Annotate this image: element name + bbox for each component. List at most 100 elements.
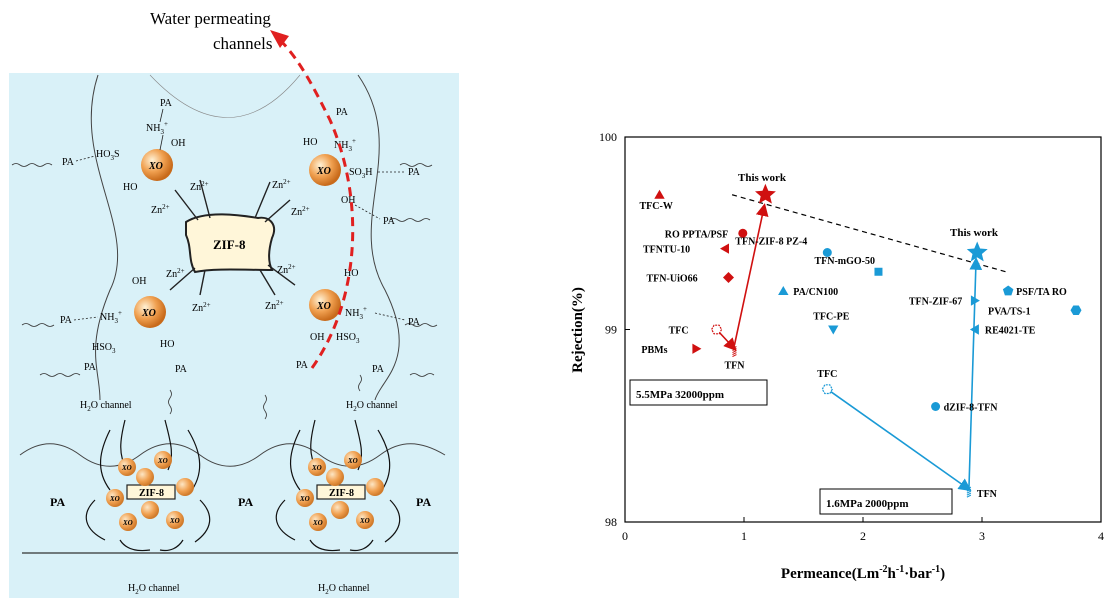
- data-point: [738, 228, 748, 238]
- data-point: [732, 346, 737, 358]
- water-channel-title-line1: Water permeating: [150, 9, 271, 28]
- zn-ion-label: Zn2+: [190, 180, 209, 193]
- zif8-cluster-right: ZIF-8: [275, 419, 401, 552]
- point-label: TFC: [669, 326, 689, 337]
- x-tick-label: 0: [622, 529, 628, 543]
- membrane-diagram: ZIF-8 XO XO XO XO PA: [9, 9, 459, 598]
- h2o-channel-label: H2O channel: [318, 583, 370, 596]
- zn-ion-label: Zn2+: [265, 299, 284, 312]
- polymer-chains: [11, 163, 438, 420]
- pa-label: PA: [408, 317, 421, 328]
- data-point: [874, 267, 883, 276]
- pa-region-label: PA: [238, 495, 253, 509]
- this-work-star: [755, 183, 776, 204]
- data-point: [1070, 305, 1082, 315]
- data-point: [828, 325, 839, 335]
- hso3-label: HSO3: [92, 342, 116, 355]
- ho-label: HO: [303, 137, 317, 148]
- xo-label: XO: [157, 457, 168, 465]
- ho-label: HO: [160, 339, 174, 350]
- ho-label: HO: [123, 182, 137, 193]
- zn-ion-label: Zn2+: [277, 263, 296, 276]
- zn-ion-label: Zn2+: [272, 178, 291, 191]
- water-channel-title-line2: channels: [213, 34, 272, 53]
- this-work-blue-label: This work: [950, 227, 999, 239]
- trend-arrow: [826, 388, 972, 492]
- point-label: TFC-PE: [813, 312, 849, 323]
- oh-label: OH: [171, 138, 185, 149]
- oh-label: OH: [341, 195, 355, 206]
- xo-label: XO: [299, 495, 310, 503]
- data-point: [966, 486, 972, 498]
- zn-ion-label: Zn2+: [151, 203, 170, 216]
- data-point: [654, 189, 665, 199]
- point-label: TFN-UiO66: [647, 274, 698, 285]
- data-point: [1002, 285, 1014, 296]
- zif8-scroll: [185, 213, 276, 274]
- pa-label: PA: [336, 107, 349, 118]
- point-label: TFN-mGO-50: [814, 256, 875, 267]
- h2o-channel-label: H2O channel: [346, 400, 398, 413]
- data-point: [720, 243, 729, 254]
- point-label: TFC-W: [640, 201, 673, 212]
- point-label: RE4021-TE: [985, 326, 1036, 337]
- pa-label: PA: [84, 362, 97, 373]
- pa-label: PA: [175, 364, 188, 375]
- x-tick-label: 1: [741, 529, 747, 543]
- xo-label: XO: [312, 519, 323, 527]
- pa-label: PA: [160, 98, 173, 109]
- cluster-core-label: ZIF-8: [329, 488, 354, 499]
- pa-region-label: PA: [416, 495, 431, 509]
- nh3-label: NH3+: [146, 120, 168, 136]
- pa-label: PA: [383, 216, 396, 227]
- point-label: TFN-ZIF-67: [909, 297, 962, 308]
- point-label: RO PPTA/PSF: [665, 229, 728, 240]
- membrane-surface-wave: [19, 443, 446, 467]
- point-labels: TFC-W RO PPTA/PSF TFNTU-10TFN-UiO66TFCPBMs…: [640, 201, 1068, 500]
- xo-sphere-bottom-left: [134, 296, 166, 328]
- pa-label: PA: [372, 364, 385, 375]
- point-label: PBMs: [641, 345, 667, 356]
- data-point: [710, 324, 723, 335]
- h2o-channel-label: H2O channel: [128, 583, 180, 596]
- y-tick-label: 99: [605, 323, 617, 337]
- data-point: [931, 402, 941, 411]
- pa-label: PA: [60, 315, 73, 326]
- point-label: TFNTU-10: [643, 245, 690, 256]
- ho-label: HO: [344, 268, 358, 279]
- cluster-core-label: ZIF-8: [139, 488, 164, 499]
- xo-sphere-bottom-right: [309, 289, 341, 321]
- boundary-right-curve: [357, 74, 400, 401]
- nh3-label: NH3+: [345, 305, 367, 321]
- data-point: [692, 343, 702, 354]
- chart-marks: [654, 183, 1082, 498]
- point-label: TFN: [724, 361, 745, 372]
- zif8-core-label: ZIF-8: [213, 237, 246, 252]
- boundary-left-curve: [90, 74, 119, 401]
- pa-label: PA: [62, 157, 75, 168]
- boundary-top-arc: [149, 74, 301, 118]
- data-point: [969, 324, 979, 335]
- point-label: PVA/TS-1: [988, 306, 1031, 317]
- point-label: dZIF-8-TFN: [944, 403, 999, 414]
- h2o-channel-label: H2O channel: [80, 400, 132, 413]
- xo-label: XO: [122, 519, 133, 527]
- y-tick-label: 98: [605, 515, 617, 529]
- condition-label-red: 5.5MPa 32000ppm: [636, 389, 724, 401]
- pa-label: PA: [408, 167, 421, 178]
- xo-label: XO: [169, 517, 180, 525]
- xo-spheres: [134, 149, 341, 328]
- condition-label-blue: 1.6MPa 2000ppm: [826, 498, 909, 510]
- point-label: PSF/TA RO: [1016, 287, 1067, 298]
- x-tick-label: 2: [860, 529, 866, 543]
- point-label: TFN-ZIF-8 PZ-4: [735, 237, 807, 248]
- condition-box-red: [629, 379, 768, 406]
- x-axis-title: Permeance(Lm-2h-1·bar-1): [781, 564, 945, 582]
- xo-label: XO: [148, 161, 163, 172]
- pa-label: PA: [296, 360, 309, 371]
- xo-sphere-top-left: [141, 149, 173, 181]
- point-label: TFN: [977, 489, 998, 500]
- water-channel-arrow: [278, 38, 355, 369]
